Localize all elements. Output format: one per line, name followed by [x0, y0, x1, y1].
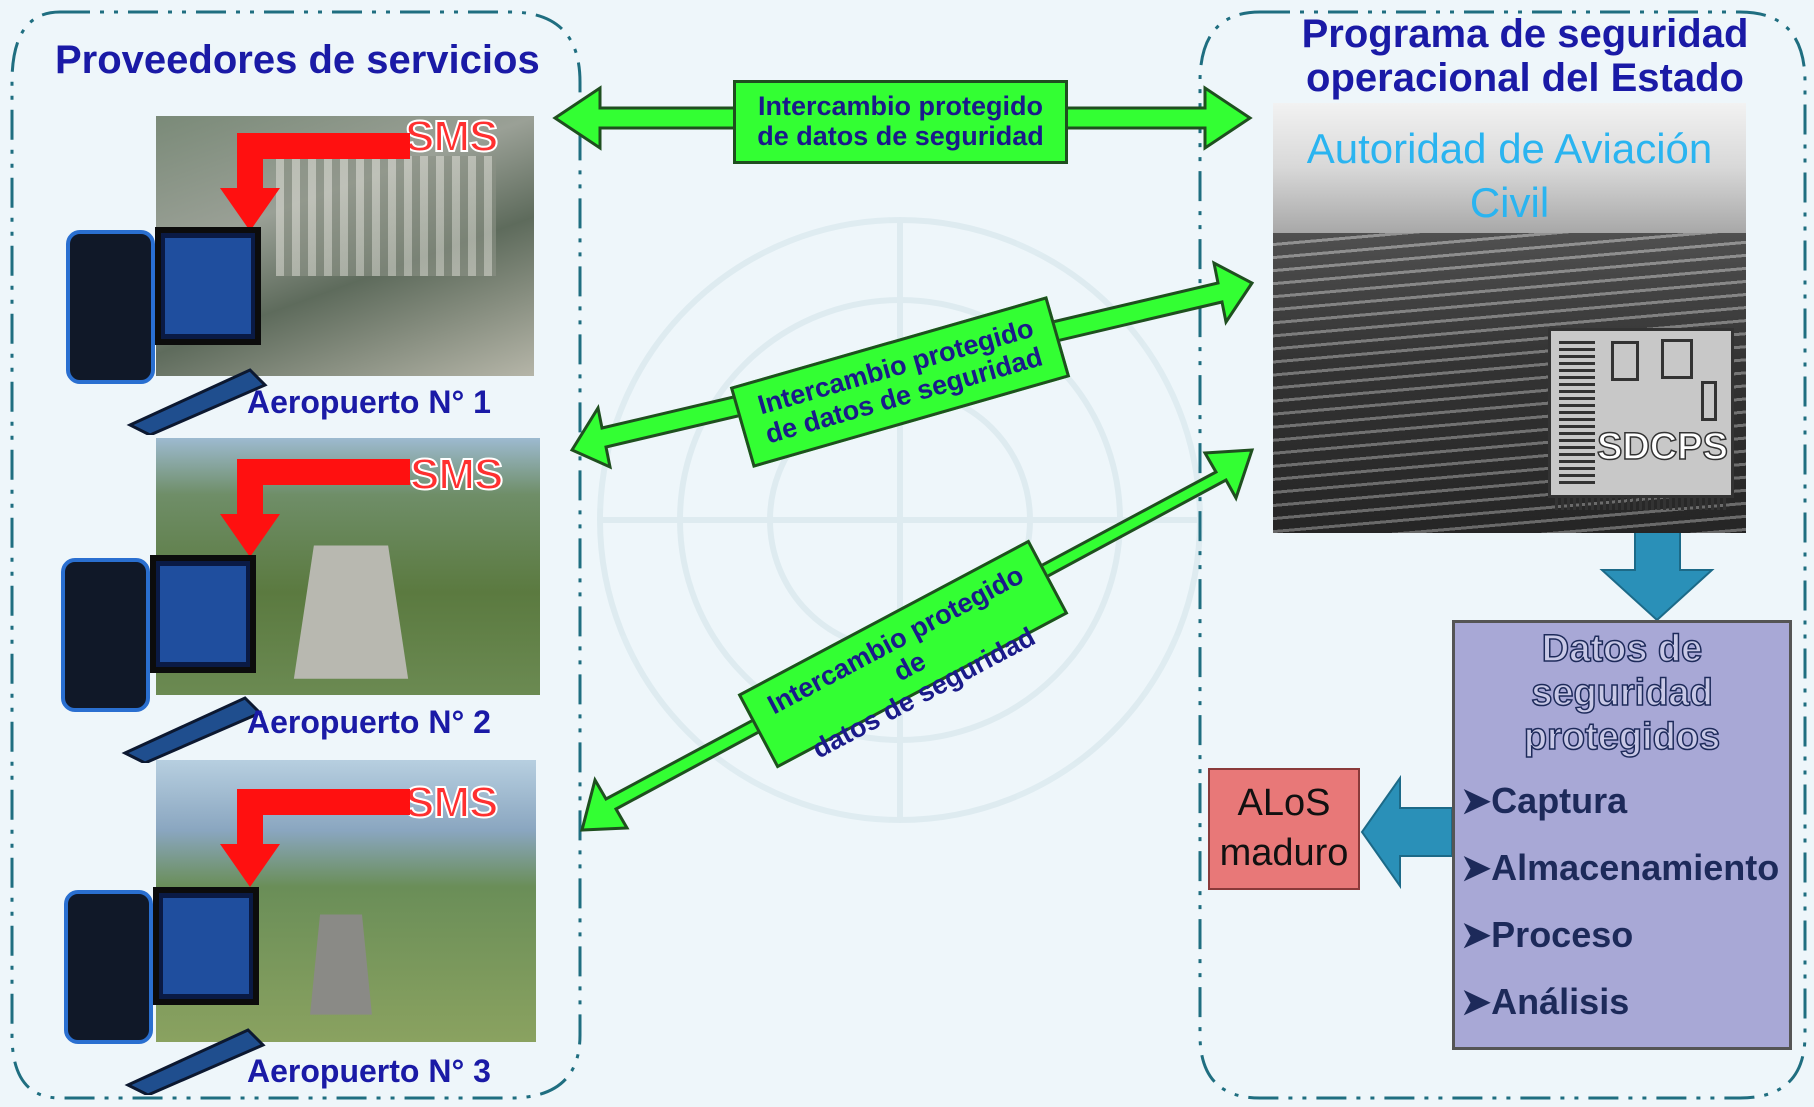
airport-2-sms-badge: SMS	[409, 449, 504, 500]
alos-box: ALoS maduro	[1208, 768, 1360, 890]
state-panel-border	[1198, 10, 1807, 1100]
airport-1-sms-badge: SMS	[404, 111, 499, 162]
protected-data-title-line1: Datos de	[1541, 627, 1703, 671]
airport-3-label: Aeropuerto N° 3	[247, 1053, 491, 1089]
bullet-arrow-icon: ➤	[1461, 913, 1492, 955]
alos-line2: maduro	[1219, 832, 1349, 874]
protected-data-list: ➤Captura ➤Almacenamiento ➤Proceso ➤Análi…	[1455, 767, 1789, 1035]
list-item: ➤Almacenamiento	[1461, 846, 1780, 888]
sdcps-chip[interactable]: SDCPS	[1548, 328, 1734, 498]
airport-2-computer-icon[interactable]	[55, 548, 265, 763]
left-arrow	[1360, 774, 1453, 890]
exchange-1-line1: Intercambio protegido	[757, 91, 1044, 121]
down-arrow	[1599, 517, 1715, 622]
chip-memory-bank	[1559, 341, 1595, 486]
chip-block-a	[1611, 341, 1639, 381]
airport-3-red-arrow	[220, 789, 410, 887]
bullet-arrow-icon: ➤	[1461, 980, 1492, 1022]
list-item: ➤Captura	[1461, 779, 1628, 821]
protected-data-title: Datos de seguridad protegidos	[1455, 627, 1789, 759]
state-program-title: Programa de seguridad operacional del Es…	[1255, 12, 1795, 100]
exchange-label-1: Intercambio protegido de datos de seguri…	[733, 80, 1068, 164]
airport-1-red-arrow	[220, 133, 410, 231]
airport-2-label: Aeropuerto N° 2	[247, 704, 491, 740]
airport-3-sms-badge: SMS	[404, 777, 499, 828]
providers-title: Proveedores de servicios	[55, 38, 540, 82]
providers-panel-border	[10, 10, 582, 1100]
authority-line1: Autoridad de Aviación	[1306, 125, 1713, 172]
list-item: ➤Análisis	[1461, 980, 1630, 1022]
protected-data-title-line2: seguridad	[1530, 671, 1713, 715]
chip-block-b	[1661, 339, 1693, 379]
state-program-title-line2: operacional del Estado	[1306, 56, 1744, 100]
list-item: ➤Proceso	[1461, 913, 1634, 955]
authority-title: Autoridad de Aviación Civil	[1273, 122, 1746, 230]
airport-2-red-arrow	[220, 459, 410, 557]
exchange-1-line2: de datos de seguridad	[757, 121, 1044, 151]
chip-pins	[1555, 498, 1727, 510]
airport-3-computer-icon[interactable]	[58, 880, 268, 1095]
authority-line2: Civil	[1469, 179, 1550, 226]
airport-1-label: Aeropuerto N° 1	[247, 384, 491, 420]
state-program-title-line1: Programa de seguridad	[1301, 12, 1749, 56]
protected-data-box: Datos de seguridad protegidos ➤Captura ➤…	[1452, 620, 1792, 1050]
protected-data-title-line3: protegidos	[1523, 715, 1721, 759]
chip-block-c	[1701, 381, 1717, 421]
alos-line1: ALoS	[1237, 782, 1331, 824]
sdcps-label: SDCPS	[1596, 425, 1728, 469]
bullet-arrow-icon: ➤	[1461, 779, 1492, 821]
airport-1-computer-icon[interactable]	[60, 220, 270, 435]
bullet-arrow-icon: ➤	[1461, 846, 1492, 888]
